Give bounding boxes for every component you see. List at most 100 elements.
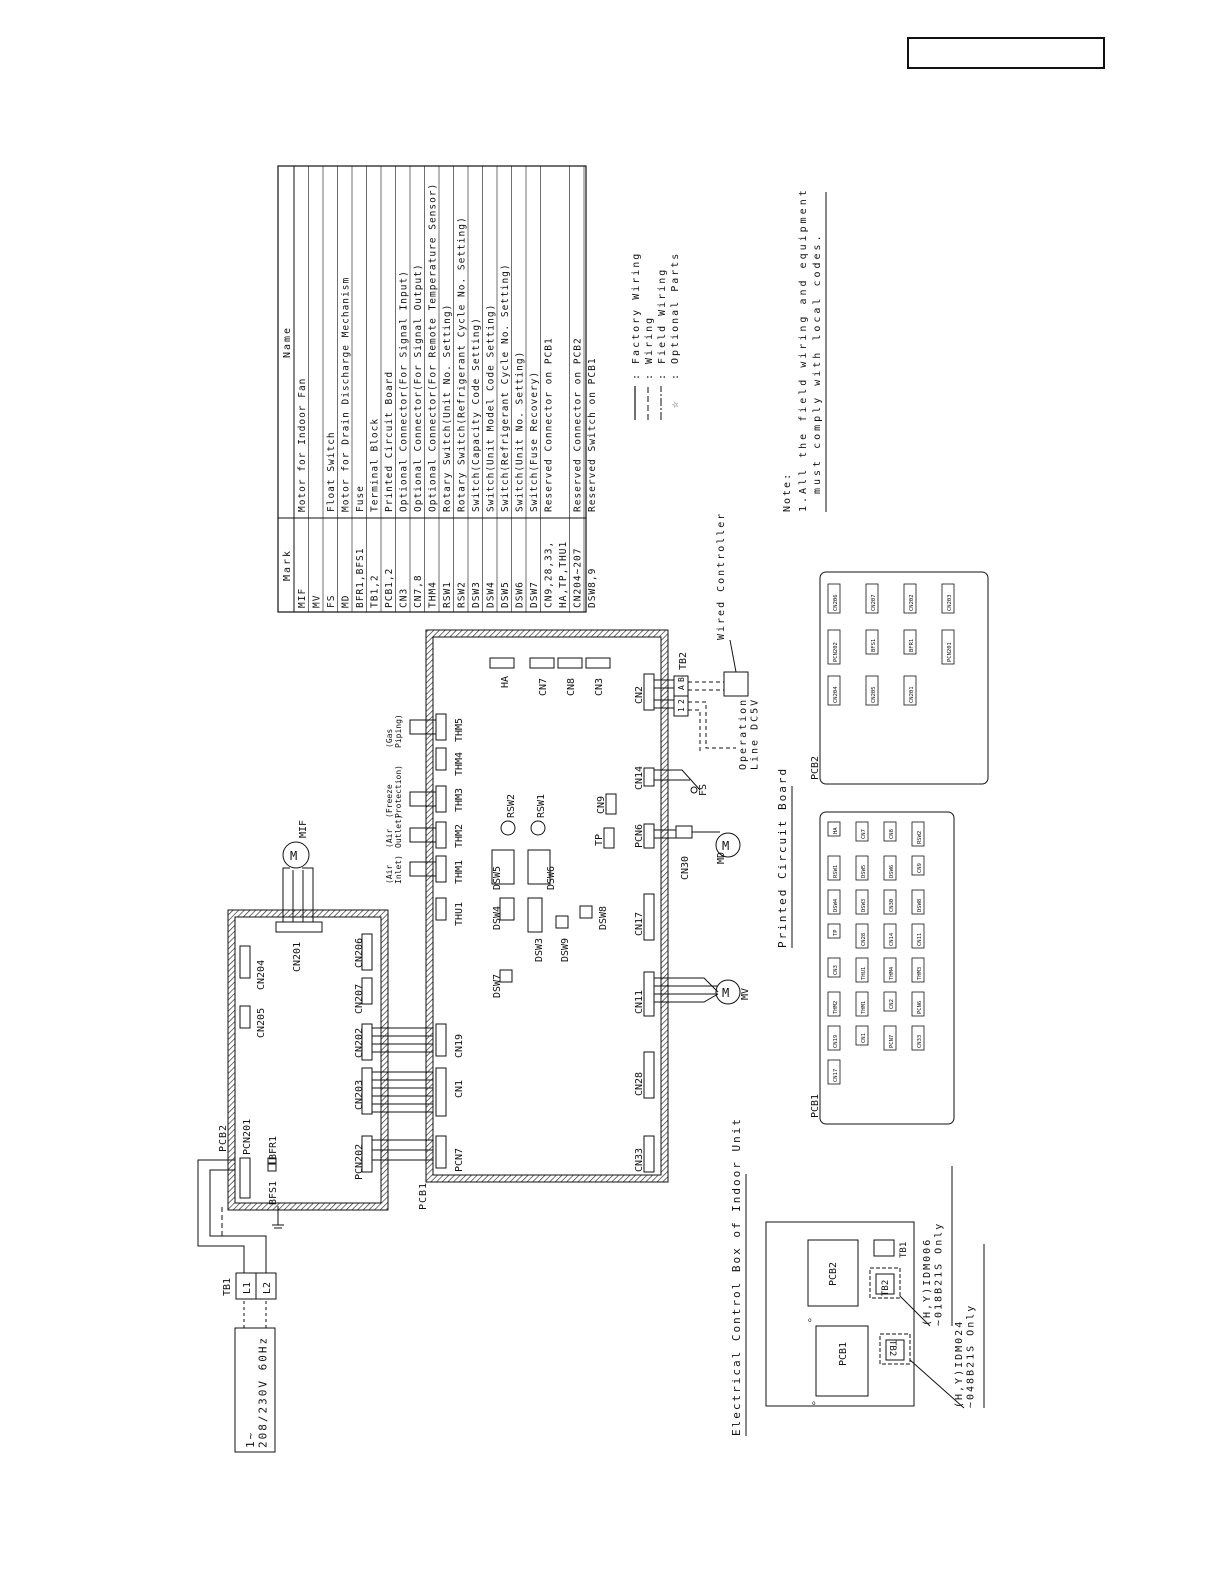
cn30-label: CN30 xyxy=(680,856,691,880)
ecb-tb1 xyxy=(873,1239,895,1257)
thu1-label: THU1 xyxy=(454,902,465,926)
table-row-mark: RSW2 xyxy=(457,581,468,608)
pcb-part-outline xyxy=(855,855,869,881)
cn2-label: CN2 xyxy=(634,686,645,704)
pcb-part-outline xyxy=(827,889,841,915)
pcb-part-label: CN202 xyxy=(909,594,915,611)
svg-text:M: M xyxy=(722,986,729,1000)
pcb-part-label: THU1 xyxy=(861,967,867,980)
pcb-part-label: DSW6 xyxy=(889,865,895,878)
pcb-part-outline xyxy=(903,675,917,706)
ecb-pcb1-label: PCB1 xyxy=(838,1342,849,1366)
dsw9-switch xyxy=(555,915,569,929)
dsw3-switch xyxy=(527,897,543,933)
note-line-1: 1.All the field wiring and equipment xyxy=(798,187,809,512)
ecb-outline xyxy=(765,1221,915,1407)
pcb-part-outline xyxy=(865,629,879,655)
pcb-part-label: CN7 xyxy=(861,829,867,839)
cn9-label: CN9 xyxy=(596,796,607,814)
mif-label: MIF xyxy=(298,820,309,838)
pcb2-label: PCB2 xyxy=(218,1124,229,1152)
table-row-name: Printed Circuit Board xyxy=(384,371,395,512)
wired-controller-box xyxy=(723,671,749,697)
pcb-part-label: RSW1 xyxy=(833,865,839,878)
rsw2-knob xyxy=(500,820,516,836)
pcb-part-label: PCN6 xyxy=(917,1001,923,1014)
mv-motor-icon xyxy=(715,979,741,1005)
dsw5-switch xyxy=(491,849,515,885)
note-title: Note: xyxy=(782,472,793,512)
table-row-name: Switch(Capacity Code Setting) xyxy=(471,317,482,512)
tb1-l1: L1 xyxy=(242,1282,253,1294)
table-row-name: Reserved Connector on PCB1 xyxy=(544,337,555,512)
pcb-part-outline xyxy=(827,855,841,881)
float-switch-icon xyxy=(690,786,698,794)
pcb-part-outline xyxy=(883,855,897,881)
table-row-name: Rotary Switch(Unit No. Setting) xyxy=(442,304,453,512)
pcb-part-outline xyxy=(911,821,925,847)
table-row-name: Optional Connector(For Remote Temperatur… xyxy=(428,183,439,512)
cn33-label: CN33 xyxy=(634,1148,645,1172)
pcb-part-label: CN2 xyxy=(889,999,895,1009)
pcb-part-label: DSW3 xyxy=(861,899,867,912)
table-row-mark: THM4 xyxy=(428,581,439,608)
pcb-part-outline xyxy=(911,889,925,915)
md-motor-icon xyxy=(715,832,741,858)
table-row-name: Float Switch xyxy=(326,431,337,512)
table-row-name: Switch(Unit Model Code Setting) xyxy=(486,304,497,512)
cn201-label: CN201 xyxy=(292,942,303,972)
pcb-part-label: CN204 xyxy=(833,686,839,703)
pcb-part-outline xyxy=(827,629,841,665)
pcb-part-label: CN205 xyxy=(871,686,877,703)
table-row-mark: CN9,28,33,HA,TP,THU1 xyxy=(544,541,570,608)
gas-piping-label: (GasPiping) xyxy=(385,714,403,748)
rsw1-label: RSW1 xyxy=(536,794,547,818)
table-row-mark: BFR1,BFS1 xyxy=(355,548,366,608)
table-row-name: Optional Connector(For Signal Input) xyxy=(399,270,410,512)
pcb-part-label: CN8 xyxy=(889,829,895,839)
table-header-name: Name xyxy=(282,326,293,358)
pcb-part-outline xyxy=(883,957,897,983)
pcb-part-label: THM2 xyxy=(833,1001,839,1014)
tb1-label: TB1 xyxy=(222,1278,233,1296)
table-row-name: Switch(Refrigerant Cycle No. Setting) xyxy=(500,263,511,512)
thm5-label: THM5 xyxy=(454,718,465,742)
pcb-part-outline xyxy=(827,821,841,837)
pcn7-label: PCN7 xyxy=(454,1148,465,1172)
table-row-name: Optional Connector(For Signal Output) xyxy=(413,263,424,512)
cn8-label: CN8 xyxy=(566,678,577,696)
pcn6-label: PCN6 xyxy=(634,824,645,848)
table-row-mark: FS xyxy=(326,595,337,608)
pcb-part-label: THM4 xyxy=(889,966,895,980)
table-row-mark: TB1,2 xyxy=(370,574,381,608)
legend-optional: : Optional Parts xyxy=(670,252,681,380)
pcb-part-outline xyxy=(855,957,869,983)
cn17-label: CN17 xyxy=(634,912,645,936)
ecb-tb1-label: TB1 xyxy=(899,1242,909,1258)
dsw4-label: DSW4 xyxy=(492,906,503,930)
pcb-part-outline xyxy=(883,991,897,1012)
cn7-label: CN7 xyxy=(538,678,549,696)
ecb-pcb1 xyxy=(815,1325,869,1397)
pcb1-layout-board xyxy=(819,811,955,1125)
air-outlet-label: (AirOutlet) xyxy=(385,814,403,848)
cn204-label: CN204 xyxy=(256,960,267,990)
pcb-part-outline xyxy=(903,629,917,655)
svg-text:M: M xyxy=(290,849,297,863)
pcb-part-label: CN30 xyxy=(889,899,895,912)
dsw7-switch xyxy=(499,969,513,983)
ecb-tb2-b: TB2 xyxy=(887,1340,897,1356)
pcb-part-outline xyxy=(827,923,841,939)
pcb-part-label: CN33 xyxy=(917,1035,923,1048)
tb2-a: A xyxy=(677,685,686,690)
bfr1-fuse xyxy=(267,1157,277,1164)
pcb-part-label: CN17 xyxy=(833,1069,839,1082)
pcb1-layout-label: PCB1 xyxy=(810,1094,821,1118)
dsw3-label: DSW3 xyxy=(534,938,545,962)
pcb-part-outline xyxy=(883,1025,897,1051)
dsw7-label: DSW7 xyxy=(492,974,503,998)
pcb-part-outline xyxy=(827,1025,841,1051)
power-supply-box xyxy=(234,1327,276,1453)
